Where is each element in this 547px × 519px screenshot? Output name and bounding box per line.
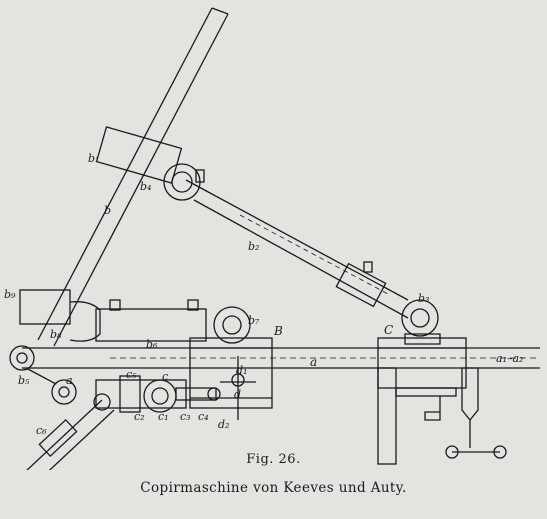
label-d: d (234, 388, 241, 401)
label-b4: b₄ (140, 180, 151, 193)
figure-caption: Copirmaschine von Keeves und Auty. (140, 480, 407, 496)
sleeve-b1 (95, 126, 205, 201)
horizontal-link-b6 (19, 289, 251, 344)
label-c4: c₄ (198, 410, 209, 423)
label-c2: c₂ (134, 410, 145, 423)
label-c6: c₆ (36, 424, 47, 437)
figure-number: Fig. 26. (246, 452, 301, 467)
label-C: C (384, 323, 393, 337)
label-a1-a2: a₁–a₂ (496, 352, 523, 365)
slanted-arm-b2 (185, 179, 409, 319)
joint-b3 (401, 299, 441, 345)
main-rail-a (9, 345, 540, 405)
label-b6: b₆ (146, 338, 158, 351)
label-c3: c₃ (180, 410, 191, 423)
label-b9: b₉ (4, 288, 16, 301)
label-b: b (104, 204, 111, 217)
label-c1: c₁ (158, 410, 169, 423)
screw-handwheel (445, 367, 507, 459)
machine-drawing: b₁ b₄ b b₂ b₃ b₉ b₈ b₆ b₇ b₅ B C a a a₁–… (4, 7, 540, 470)
diagonal-bar-b (37, 7, 229, 347)
label-b3: b₃ (418, 292, 429, 305)
label-B: B (273, 324, 283, 338)
lower-mechanism-c (95, 375, 221, 413)
label-a: a (310, 355, 317, 369)
label-b2: b₂ (248, 240, 259, 253)
label-b1: b₁ (88, 152, 99, 165)
label-a-lower: a (66, 374, 73, 387)
carriage-B (189, 337, 273, 420)
clamp-C (377, 337, 467, 465)
label-b5: b₅ (18, 374, 30, 387)
label-b8: b₈ (50, 328, 62, 341)
label-d1: d₁ (236, 364, 247, 377)
label-c: c (162, 370, 168, 383)
label-d2: d₂ (218, 418, 229, 431)
label-b7: b₇ (248, 314, 260, 327)
label-c5: c₅ (126, 368, 137, 381)
diagonal-rod-c6 (26, 393, 115, 470)
